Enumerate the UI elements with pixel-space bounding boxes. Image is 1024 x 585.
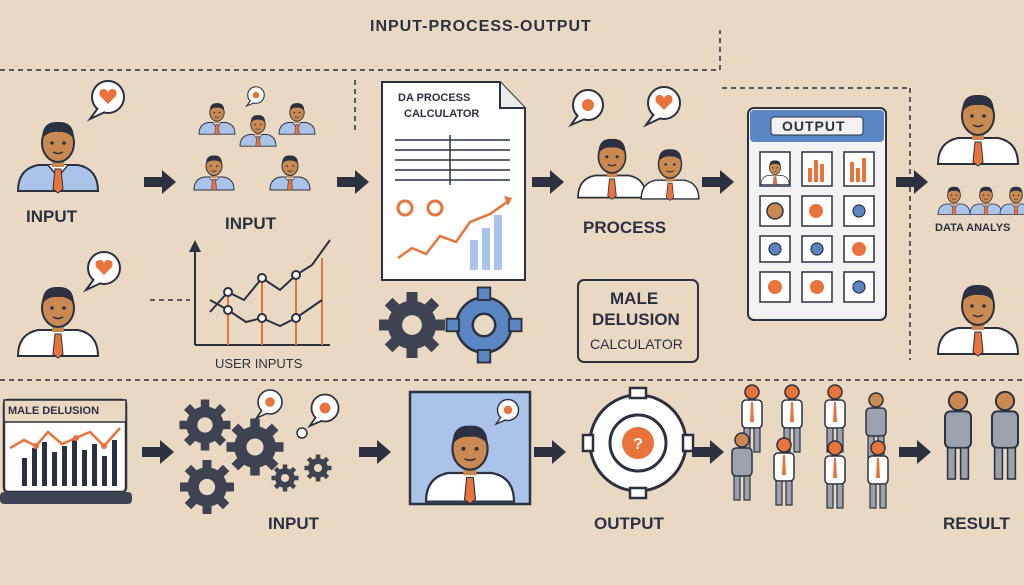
arrow-icon-4 xyxy=(702,170,734,194)
laptop-title: MALE DELUSION xyxy=(8,405,100,417)
output-gear-icon: ? xyxy=(581,386,695,500)
right-person-bottom xyxy=(937,283,1019,357)
process-person-2 xyxy=(640,148,700,202)
output-panel xyxy=(747,107,887,321)
diagram-title: INPUT-PROCESS-OUTPUT xyxy=(370,18,592,35)
arrow-icon-1 xyxy=(144,170,176,194)
framed-portrait xyxy=(408,390,532,506)
process-label: PROCESS xyxy=(583,218,667,237)
output-label: OUTPUT xyxy=(594,514,664,533)
heart-bubble-icon-3 xyxy=(645,86,681,126)
people-group xyxy=(193,86,316,192)
input-label-2: INPUT xyxy=(225,214,276,233)
arrow-icon-10 xyxy=(899,440,931,464)
doc-title-line1: DA PROCESS xyxy=(398,92,471,104)
arrow-icon-7 xyxy=(359,440,391,464)
male-box-line2: DELUSION xyxy=(592,310,680,329)
heart-bubble-icon-2 xyxy=(85,251,121,291)
arrow-icon-8 xyxy=(534,440,566,464)
right-person-top xyxy=(937,93,1019,167)
doc-title-line2: CALCULATOR xyxy=(404,108,480,120)
dashed-frame-lines xyxy=(0,30,1024,381)
data-analysis-group xyxy=(937,186,1024,216)
input-person-middle xyxy=(17,285,99,359)
output-panel-title: OUTPUT xyxy=(782,118,846,134)
crowd-figures xyxy=(731,384,889,509)
arrow-icon-5 xyxy=(896,170,928,194)
user-inputs-line-chart xyxy=(189,239,331,346)
male-delusion-box xyxy=(577,279,699,363)
male-box-line1: MALE xyxy=(610,289,659,308)
svg-text:?: ? xyxy=(633,436,643,453)
user-inputs-label: USER INPUTS xyxy=(215,356,303,371)
result-figures xyxy=(944,390,1019,480)
input-label-1: INPUT xyxy=(26,207,77,226)
arrow-icon-3 xyxy=(532,170,564,194)
arrow-icon-2 xyxy=(337,170,369,194)
input-label-3: INPUT xyxy=(268,514,319,533)
input-person-top xyxy=(17,120,99,194)
male-box-line3: CALCULATOR xyxy=(590,336,683,352)
heart-bubble-icon xyxy=(89,80,125,120)
data-analysis-label: DATA ANALYS xyxy=(935,222,1011,234)
gears-cluster xyxy=(179,389,340,514)
arrow-icon-9 xyxy=(692,440,724,464)
laptop xyxy=(0,398,132,504)
process-document xyxy=(381,81,526,281)
result-label: RESULT xyxy=(943,514,1010,533)
gear-icon-1 xyxy=(379,292,445,358)
gear-icon-2 xyxy=(445,286,523,364)
arrow-icon-6 xyxy=(142,440,174,464)
process-person-1 xyxy=(577,138,647,201)
bubble-icon-1 xyxy=(570,89,604,126)
